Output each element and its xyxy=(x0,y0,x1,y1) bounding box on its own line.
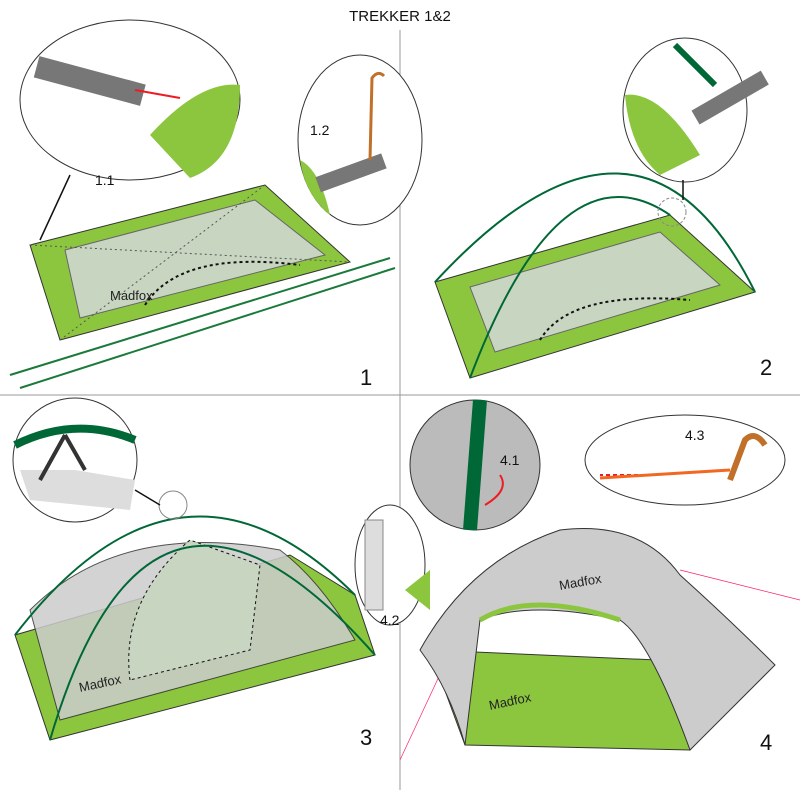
page-title: TREKKER 1&2 xyxy=(349,8,451,25)
callout-label-4-3: 4.3 xyxy=(685,427,705,443)
step-4-panel: Madfox Madfox 4.1 4.2 4.3 4 xyxy=(354,399,800,761)
stake-icon xyxy=(727,433,768,482)
stake-icon xyxy=(368,71,386,161)
callout-4-3 xyxy=(584,414,786,506)
callout-label-1-2: 1.2 xyxy=(310,122,330,138)
step-number: 4 xyxy=(760,730,772,755)
step-number: 2 xyxy=(760,355,772,380)
callout-label-4-1: 4.1 xyxy=(500,452,520,468)
callout-label-1-1: 1.1 xyxy=(95,172,115,188)
step-1-panel: Madfox 1.1 1.2 1 xyxy=(9,19,423,390)
step-number: 3 xyxy=(360,725,372,750)
brand-logo: Madfox xyxy=(110,288,153,303)
step-3-panel: Madfox 3 xyxy=(12,397,376,750)
arrow-red xyxy=(134,89,181,99)
callout-label-4-2: 4.2 xyxy=(380,612,400,628)
step-number: 1 xyxy=(360,365,372,390)
pole xyxy=(469,196,671,379)
pole xyxy=(434,172,756,293)
step-2-panel: 2 xyxy=(434,37,772,380)
brand-logo: Madfox xyxy=(558,571,603,593)
